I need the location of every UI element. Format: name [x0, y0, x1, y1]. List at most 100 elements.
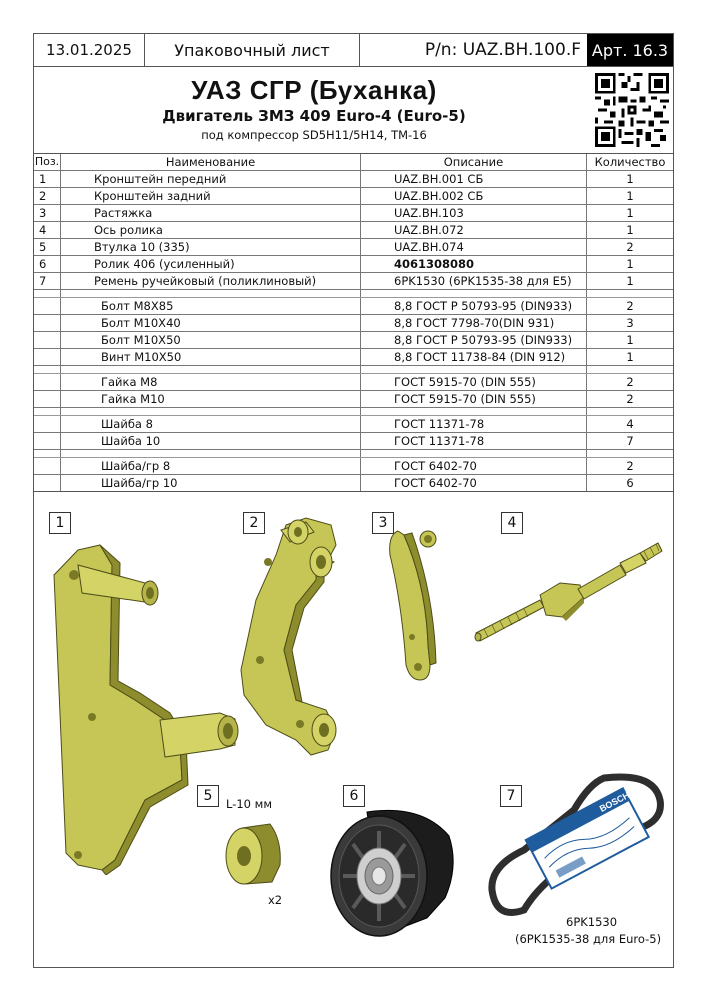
title-block: УАЗ СГР (Буханка) Двигатель ЗМЗ 409 Euro… [34, 67, 673, 153]
row-name: Шайба/гр 8 [61, 458, 361, 474]
row-name: Болт М10Х40 [61, 315, 361, 331]
part-number: P/n: UAZ.BH.100.F [359, 34, 587, 66]
row-name: Шайба 10 [61, 433, 361, 449]
sleeve-length-label: L-10 мм [226, 797, 272, 811]
table-row: Болт М10Х50 8,8 ГОСТ Р 50793-95 (DIN933)… [34, 332, 673, 349]
table-row: 7 Ремень ручейковый (поликлиновый) 6PK15… [34, 273, 673, 290]
tension-strap-image [389, 530, 437, 681]
parts-table: Поз. Наименование Описание Количество 1 … [34, 153, 673, 492]
date: 13.01.2025 [46, 41, 132, 59]
figure-badge-3: 3 [372, 512, 394, 534]
belt-label-2: (6PK1535-38 для Euro-5) [515, 932, 662, 946]
row-desc: UAZ.BH.001 СБ [361, 171, 587, 187]
row-name: Болт М10Х50 [61, 332, 361, 348]
figure-badge-7: 7 [500, 785, 522, 807]
row-qty: 2 [626, 375, 634, 389]
row-qty: 1 [626, 350, 634, 364]
sleeve-image [225, 823, 281, 885]
vehicle-title: УАЗ СГР (Буханка) [191, 75, 437, 105]
row-pos: 4 [34, 222, 61, 238]
table-separator [34, 290, 673, 298]
row-desc: UAZ.BH.072 [361, 222, 587, 238]
poly-v-belt-image: BOSCH [488, 773, 664, 916]
row-name: Гайка М10 [61, 391, 361, 407]
table-row: Болт М8Х85 8,8 ГОСТ Р 50793-95 (DIN933) … [34, 298, 673, 315]
figure-badge-4: 4 [501, 512, 523, 534]
engine-subtitle: Двигатель ЗМЗ 409 Euro-4 (Euro-5) [162, 107, 466, 125]
table-row: 3 Растяжка UAZ.BH.103 1 [34, 205, 673, 222]
col-desc-header: Описание [361, 154, 587, 170]
article-badge: Арт. 16.3 [587, 34, 673, 66]
row-name: Ремень ручейковый (поликлиновый) [61, 273, 361, 289]
table-row: Шайба 8 ГОСТ 11371-78 4 [34, 416, 673, 433]
table-separator [34, 366, 673, 374]
table-row: 5 Втулка 10 (335) UAZ.BH.074 2 [34, 239, 673, 256]
row-qty: 7 [626, 434, 634, 448]
row-desc: UAZ.BH.103 [361, 205, 587, 221]
row-name: Ось ролика [61, 222, 361, 238]
row-desc: ГОСТ 6402-70 [361, 458, 587, 474]
row-pos: 2 [34, 188, 61, 204]
front-bracket-image [53, 544, 239, 875]
figure-badge-2: 2 [243, 512, 265, 534]
row-pos: 3 [34, 205, 61, 221]
row-name: Винт М10Х50 [61, 349, 361, 365]
row-desc: ГОСТ 6402-70 [361, 475, 587, 491]
figure-badge-6: 6 [343, 785, 365, 807]
row-name: Шайба 8 [61, 416, 361, 432]
row-name: Втулка 10 (335) [61, 239, 361, 255]
row-qty: 1 [626, 189, 634, 203]
row-desc: 4061308080 [361, 256, 587, 272]
row-pos: 1 [34, 171, 61, 187]
table-row: 4 Ось ролика UAZ.BH.072 1 [34, 222, 673, 239]
row-desc: UAZ.BH.002 СБ [361, 188, 587, 204]
figure-badge-5: 5 [197, 785, 219, 807]
belt-box-icon: BOSCH [524, 786, 651, 890]
row-name: Шайба/гр 10 [61, 475, 361, 491]
figure-badge-1: 1 [49, 512, 71, 534]
document-type: Упаковочный лист [144, 34, 359, 66]
col-qty-header: Количество [594, 155, 666, 169]
table-row: Гайка М8 ГОСТ 5915-70 (DIN 555) 2 [34, 374, 673, 391]
row-qty: 1 [626, 257, 634, 271]
row-qty: 4 [626, 417, 634, 431]
roller-axle-image [474, 542, 663, 642]
sleeve-count-label: x2 [268, 893, 283, 907]
table-row: 6 Ролик 406 (усиленный) 4061308080 1 [34, 256, 673, 273]
packing-sheet: 13.01.2025 Упаковочный лист P/n: UAZ.BH.… [33, 33, 674, 968]
table-row: Болт М10Х40 8,8 ГОСТ 7798-70(DIN 931) 3 [34, 315, 673, 332]
row-pos: 6 [34, 256, 61, 272]
row-desc: 8,8 ГОСТ 7798-70(DIN 931) [361, 315, 587, 331]
row-pos: 7 [34, 273, 61, 289]
row-name: Ролик 406 (усиленный) [61, 256, 361, 272]
row-name: Болт М8Х85 [61, 298, 361, 314]
qr-code-icon [595, 73, 669, 147]
table-row: Шайба/гр 8 ГОСТ 6402-70 2 [34, 458, 673, 475]
row-desc: 8,8 ГОСТ 11738-84 (DIN 912) [361, 349, 587, 365]
table-row: 1 Кронштейн передний UAZ.BH.001 СБ 1 [34, 171, 673, 188]
row-desc: ГОСТ 5915-70 (DIN 555) [361, 391, 587, 407]
sheet-header: 13.01.2025 Упаковочный лист P/n: UAZ.BH.… [34, 34, 673, 67]
table-separator [34, 408, 673, 416]
table-row: Винт М10Х50 8,8 ГОСТ 11738-84 (DIN 912) … [34, 349, 673, 366]
col-name-header: Наименование [61, 154, 361, 170]
row-qty: 1 [626, 223, 634, 237]
row-name: Кронштейн передний [61, 171, 361, 187]
table-header: Поз. Наименование Описание Количество [34, 154, 673, 171]
row-name: Кронштейн задний [61, 188, 361, 204]
row-qty: 2 [626, 240, 634, 254]
row-desc: 8,8 ГОСТ Р 50793-95 (DIN933) [361, 332, 587, 348]
compressor-note: под компрессор SD5H11/5H14, ТМ-16 [201, 128, 427, 142]
row-qty: 1 [626, 206, 634, 220]
row-qty: 1 [626, 333, 634, 347]
row-desc: UAZ.BH.074 [361, 239, 587, 255]
row-desc: ГОСТ 11371-78 [361, 416, 587, 432]
table-row: Гайка М10 ГОСТ 5915-70 (DIN 555) 2 [34, 391, 673, 408]
row-qty: 2 [626, 392, 634, 406]
row-desc: 6PK1530 (6PK1535-38 для E5) [361, 273, 587, 289]
row-name: Гайка М8 [61, 374, 361, 390]
belt-label-1: 6PK1530 [566, 915, 618, 929]
rear-bracket-image [240, 517, 337, 756]
row-qty: 3 [626, 316, 634, 330]
idler-pulley-image [330, 809, 454, 937]
